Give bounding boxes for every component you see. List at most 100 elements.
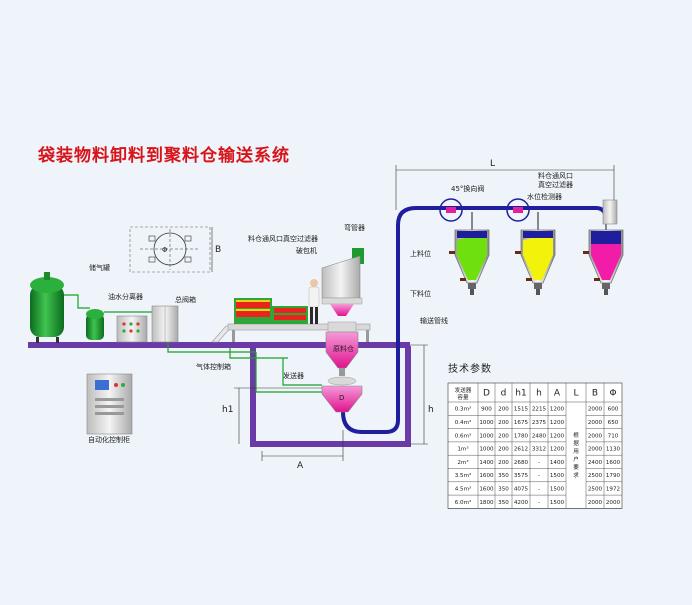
label-upper-level: 上料位 — [410, 249, 431, 258]
air-lines — [64, 294, 322, 393]
table-cell: 1200 — [550, 407, 565, 413]
table-cell: 3312 — [532, 447, 546, 453]
table-cell: 200 — [498, 433, 509, 439]
table-cell: 2480 — [532, 433, 547, 439]
table-cell: 0.6m³ — [455, 432, 472, 439]
table-cell: 350 — [498, 486, 509, 492]
table-cell: 2375 — [532, 420, 547, 426]
table-cell: 2680 — [514, 460, 529, 466]
label-lower-level: 下料位 — [410, 289, 431, 298]
table-header-cell: d — [501, 389, 507, 399]
silo-magenta — [588, 199, 624, 295]
diagram-title: 袋装物料卸料到聚料仓输送系统 — [37, 145, 290, 166]
table-cell: 1600 — [606, 460, 621, 466]
table-cell: 200 — [498, 460, 509, 466]
table-cell: 650 — [608, 420, 619, 426]
conveying-pipe — [341, 206, 608, 434]
label-bag-breaker: 破包机 — [296, 246, 317, 255]
table-cell: 6.0m³ — [455, 499, 472, 506]
table-cell: 3.5m³ — [455, 472, 472, 479]
table-cell: 1600 — [479, 473, 494, 479]
auto-control-cabinet — [86, 373, 133, 435]
table-cell: 0.4m³ — [455, 419, 472, 426]
table-merged-L-char: 求 — [573, 471, 579, 479]
table-cell: 1000 — [479, 420, 494, 426]
table-cell: 200 — [498, 447, 509, 453]
label-level-switch: 水位检测器 — [527, 192, 562, 201]
table-header-cell: A — [554, 389, 561, 399]
table-cell: 4200 — [514, 500, 529, 506]
table-merged-L-char: 用 — [573, 448, 579, 455]
platform — [211, 323, 371, 343]
table-cell: 1972 — [606, 486, 620, 492]
sender-vessel: D — [321, 376, 363, 413]
air-storage-tank — [30, 272, 64, 343]
table-cell: 2000 — [588, 500, 603, 506]
table-header-cell: Φ — [609, 389, 616, 399]
table-cell: 2612 — [514, 447, 528, 453]
silo-yellow — [520, 212, 556, 295]
table-header-cell: h1 — [515, 389, 526, 399]
table-cell: 1000 — [479, 447, 494, 453]
table-cell: 1200 — [550, 420, 565, 426]
table-cell: - — [538, 460, 540, 466]
dimension-A: A — [261, 430, 344, 471]
table-cell: 1500 — [550, 500, 565, 506]
bag-conveyor — [234, 298, 308, 324]
table-cell: 4075 — [514, 486, 529, 492]
label-conveying-pipe: 输送管线 — [420, 316, 448, 325]
oil-water-separator-tank — [86, 309, 104, 340]
table-cell: 1790 — [606, 473, 621, 479]
dim-h1-label: h1 — [222, 405, 233, 415]
table-cell: 2000 — [588, 433, 603, 439]
label-sender: 发送器 — [283, 371, 304, 380]
table-cell: 1500 — [550, 486, 565, 492]
table-cell: 1515 — [514, 407, 529, 413]
table-cell: - — [538, 486, 540, 492]
table-cell: 1200 — [550, 447, 565, 453]
bag-station-top-view: Φ B — [129, 226, 221, 273]
label-auto-control-cabinet: 自动化控制柜 — [88, 435, 130, 444]
dim-h-label: h — [428, 405, 434, 415]
table-cell: - — [538, 500, 540, 506]
reversing-valve-2 — [506, 198, 530, 222]
table-cell: 200 — [498, 420, 509, 426]
table-cell: 2400 — [588, 460, 603, 466]
table-header-cell: B — [592, 389, 598, 399]
table-cell: 2500 — [588, 486, 603, 492]
table-cell: 1400 — [479, 460, 494, 466]
table-merged-L-char: 据 — [573, 439, 579, 447]
table-title: 技术参数 — [448, 362, 492, 375]
table-header-cell: D — [483, 389, 490, 399]
table-cell: 1400 — [550, 460, 565, 466]
table-cell: - — [538, 473, 540, 479]
table-cell: 1800 — [479, 500, 494, 506]
table-cell: 1780 — [514, 433, 529, 439]
table-cell: 1675 — [514, 420, 529, 426]
table-cell: 4.5m³ — [455, 485, 472, 492]
table-cell: 200 — [498, 407, 509, 413]
table-cell: 1130 — [606, 447, 621, 453]
table-cell: 3575 — [514, 473, 529, 479]
table-cell: 1500 — [550, 473, 565, 479]
table-cell: 0.3m³ — [455, 406, 472, 413]
table-cell: 2000 — [588, 420, 603, 426]
operator-figure — [308, 279, 320, 324]
label-storage-tank: 储气罐 — [89, 263, 110, 272]
table-header-cell: 发送器 — [455, 386, 472, 394]
dimension-h: h — [410, 344, 434, 445]
table-merged-L-char: 要 — [573, 464, 579, 471]
dimension-h1: h1 — [222, 387, 322, 444]
label-oil-water-separator: 油水分离器 — [108, 292, 143, 301]
dim-B-label: B — [215, 245, 221, 255]
dim-A-label: A — [297, 461, 304, 471]
table-header-cell: L — [573, 389, 578, 399]
table-cell: 1m³ — [457, 446, 468, 453]
reversing-valve-1 — [439, 198, 463, 222]
silo-green — [454, 212, 490, 295]
table-frame — [447, 382, 623, 509]
table-cell: 1200 — [550, 433, 565, 439]
